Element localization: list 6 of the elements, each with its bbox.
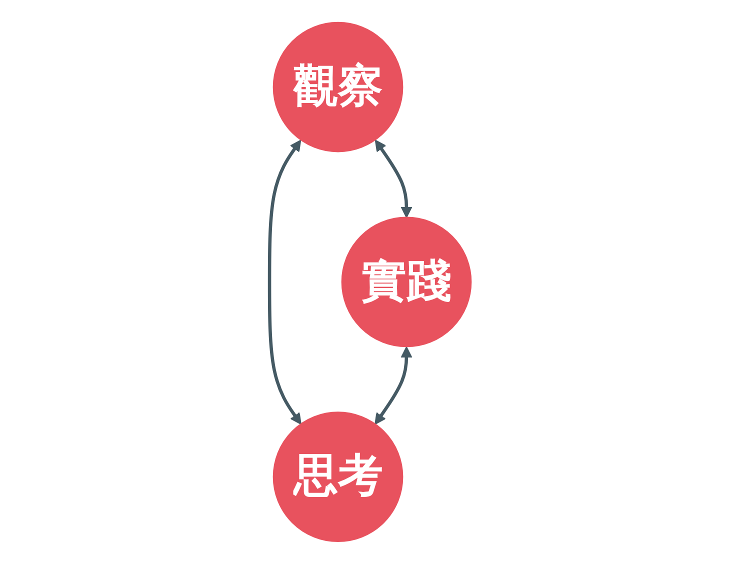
node-circle: 實踐 xyxy=(341,216,472,347)
arrow xyxy=(268,139,302,424)
node-circle: 思考 xyxy=(272,411,403,542)
arrow xyxy=(374,346,412,424)
arrow xyxy=(374,139,412,218)
node-circle: 觀察 xyxy=(272,21,403,152)
